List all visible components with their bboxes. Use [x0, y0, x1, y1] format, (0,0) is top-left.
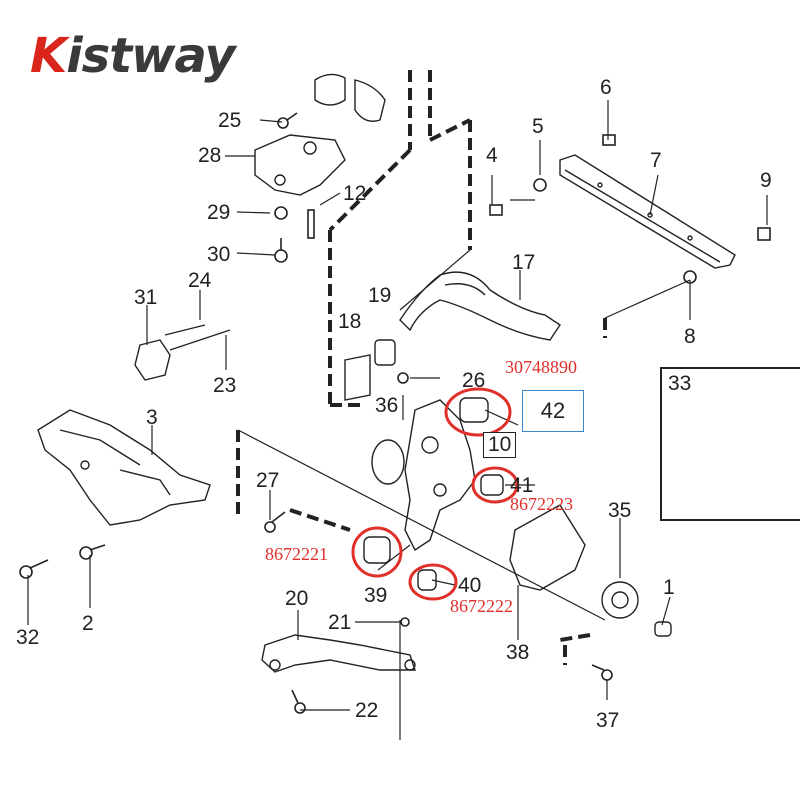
- callout-26: 26: [462, 369, 486, 392]
- callout-20: 20: [285, 587, 309, 610]
- callout-31: 31: [134, 286, 158, 309]
- callout-19: 19: [368, 284, 392, 307]
- callout-1: 1: [663, 576, 675, 599]
- dashed-frame-lines: [236, 70, 607, 665]
- callout-35: 35: [608, 499, 632, 522]
- highlight-39: [351, 526, 403, 578]
- callout-18: 18: [338, 310, 362, 333]
- callout-37: 37: [596, 709, 620, 732]
- logo-k: K: [30, 28, 67, 84]
- control-arm-part-17: [399, 271, 561, 341]
- subframe-part-3: [37, 409, 211, 526]
- callout-32: 32: [16, 626, 40, 649]
- callout-17: 17: [512, 251, 536, 274]
- callout-24: 24: [188, 269, 212, 292]
- callout-36: 36: [375, 394, 399, 417]
- callout-22: 22: [355, 699, 379, 722]
- highlight-40: [408, 563, 458, 601]
- logo-text: istway: [66, 28, 236, 84]
- callout-2: 2: [82, 612, 94, 635]
- cross-member-part-7: [559, 154, 736, 269]
- callout-30: 30: [207, 243, 231, 266]
- callout-33: 33: [668, 372, 692, 395]
- bushing-part-19: [374, 339, 396, 366]
- inset-panel: [660, 367, 800, 521]
- bushing-41: [480, 474, 504, 496]
- callout-25: 25: [218, 109, 242, 132]
- callout-29: 29: [207, 201, 231, 224]
- knuckle-part-10: [404, 399, 476, 552]
- callout-42-boxed: 42: [522, 390, 584, 432]
- hub-part-35: [601, 581, 672, 637]
- bushing-40: [417, 569, 437, 591]
- part-number-39: 8672221: [265, 544, 328, 564]
- callout-6: 6: [600, 76, 612, 99]
- lower-link-part-20: [261, 634, 416, 673]
- callout-27: 27: [256, 469, 280, 492]
- callout-4: 4: [486, 144, 498, 167]
- bracket-part-28: [254, 134, 346, 196]
- bolts: [19, 112, 771, 714]
- part-number-42: 30748890: [505, 357, 577, 377]
- highlight-42: [444, 387, 512, 437]
- part-number-41: 8672223: [510, 494, 573, 514]
- callout-5: 5: [532, 115, 544, 138]
- brand-logo: Kistway: [30, 28, 236, 84]
- seal-ring-part-36: [371, 439, 405, 485]
- bushing-39: [363, 536, 391, 564]
- callout-8: 8: [684, 325, 696, 348]
- callout-38: 38: [506, 641, 530, 664]
- callout-40: 40: [458, 574, 482, 597]
- bracket-part-18: [344, 354, 371, 401]
- callout-12: 12: [343, 182, 367, 205]
- callout-41: 41: [510, 474, 534, 497]
- callout-39: 39: [364, 584, 388, 607]
- highlight-41: [471, 466, 519, 504]
- bushing-42: [459, 397, 489, 423]
- callout-10-boxed: 10: [483, 432, 517, 459]
- highlight-circles: [351, 387, 519, 601]
- callout-23: 23: [213, 374, 237, 397]
- callout-21: 21: [328, 611, 352, 634]
- callout-7: 7: [650, 149, 662, 172]
- leader-lines: [27, 100, 768, 740]
- callout-3: 3: [146, 406, 158, 429]
- top-linkage: [314, 73, 386, 122]
- callout-28: 28: [198, 144, 222, 167]
- gasket-part-38: [509, 504, 586, 591]
- callout-42: 42: [540, 398, 566, 423]
- part-number-40: 8672222: [450, 596, 513, 616]
- bracket-part-31: [134, 324, 231, 381]
- callout-9: 9: [760, 169, 772, 192]
